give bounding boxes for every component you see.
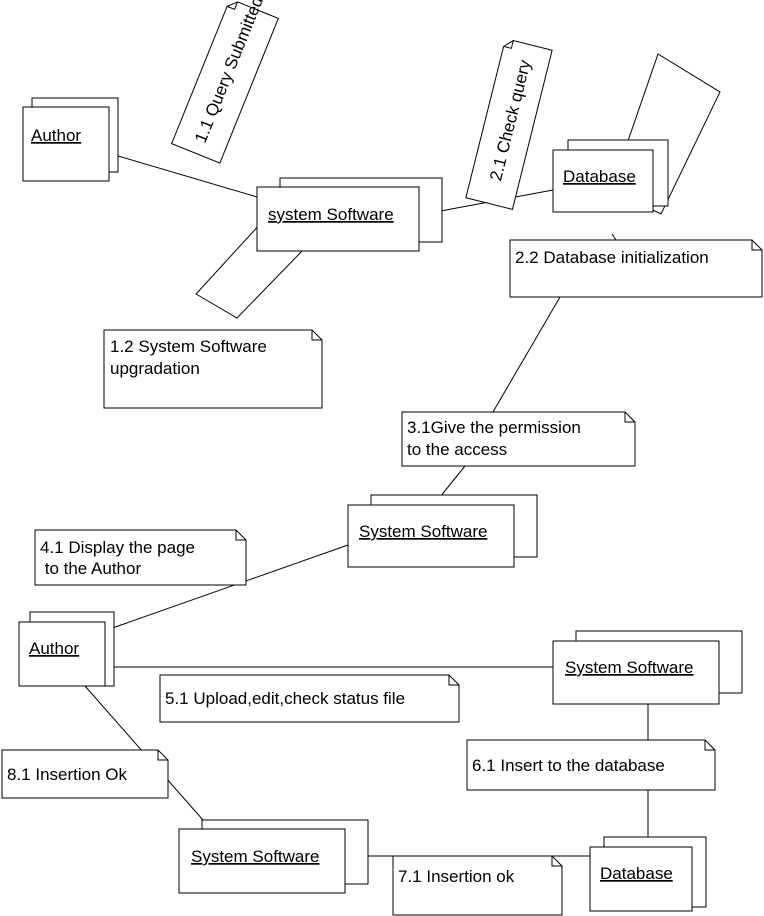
note-database-init-text: 2.2 Database initialization xyxy=(515,248,709,267)
note-insertion-ok-db: 7.1 Insertion ok xyxy=(392,855,563,916)
note-upload: 5.1 Upload,edit,check status file xyxy=(159,674,460,723)
note-system-upgradation: 1.2 System Software upgradation xyxy=(103,329,323,409)
object-system-software-bottom-label: System Software xyxy=(191,847,320,866)
note-upload-text: 5.1 Upload,edit,check status file xyxy=(165,689,405,708)
note-system-upgradation-line1: 1.2 System Software xyxy=(110,337,267,356)
object-database-top: Database xyxy=(552,139,669,213)
note-check-query: 2.1 Check query xyxy=(465,40,553,210)
link-note-database-init-to-permission xyxy=(492,296,561,413)
note-permission: 3.1Give the permission to the access xyxy=(401,411,636,467)
object-author-bottom-label: Author xyxy=(29,639,79,658)
object-database-top-label: Database xyxy=(563,167,636,186)
note-insert-db: 6.1 Insert to the database xyxy=(466,739,716,791)
note-insertion-ok-db-text: 7.1 Insertion ok xyxy=(398,867,515,886)
note-system-upgradation-line2: upgradation xyxy=(110,359,200,378)
object-system-software-right-label: System Software xyxy=(565,658,694,677)
note-query-submitted: 1.1 Query Submitted xyxy=(171,0,279,164)
object-system-software-mid: System Software xyxy=(347,494,538,568)
object-system-software-mid-label: System Software xyxy=(359,522,488,541)
tick-mark xyxy=(611,233,617,241)
object-database-bottom-label: Database xyxy=(600,864,673,883)
note-insert-db-text: 6.1 Insert to the database xyxy=(472,756,665,775)
note-insertion-ok-author-text: 8.1 Insertion Ok xyxy=(7,765,128,784)
note-permission-line2: to the access xyxy=(407,440,507,459)
object-author-top-label: Author xyxy=(31,126,81,145)
note-display-page-line2: to the Author xyxy=(40,559,141,578)
link-author-top-to-system-software xyxy=(107,152,258,198)
link-permission-to-system-software-mid xyxy=(439,465,466,498)
link-system-software-mid-to-author-bottom xyxy=(103,544,349,632)
object-system-software-top: system Software xyxy=(256,177,443,252)
object-database-bottom: Database xyxy=(589,836,707,912)
note-permission-line1: 3.1Give the permission xyxy=(407,418,581,437)
note-display-page: 4.1 Display the page to the Author xyxy=(34,529,247,586)
note-insertion-ok-author: 8.1 Insertion Ok xyxy=(1,749,169,799)
object-author-bottom: Author xyxy=(18,611,115,687)
object-system-software-top-label: system Software xyxy=(268,205,394,224)
note-database-init: 2.2 Database initialization xyxy=(509,239,763,298)
note-display-page-line1: 4.1 Display the page xyxy=(40,538,195,557)
object-system-software-bottom: System Software xyxy=(178,819,369,894)
object-system-software-right: System Software xyxy=(552,630,743,705)
object-author-top: Author xyxy=(22,97,119,182)
